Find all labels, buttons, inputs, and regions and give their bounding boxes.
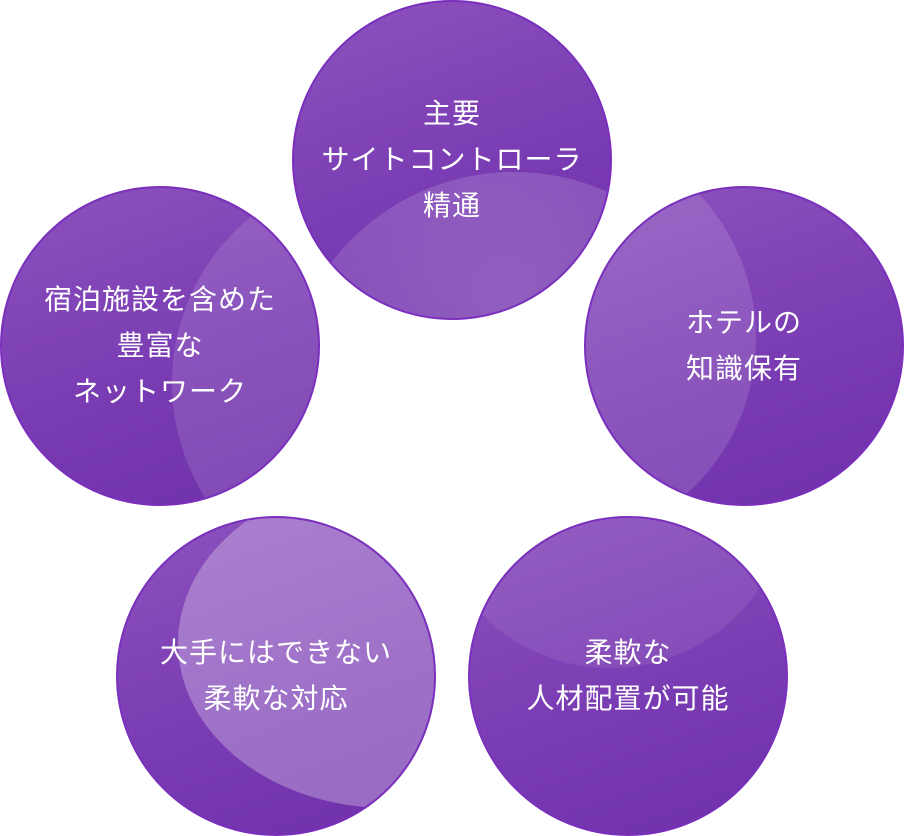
label-line: 精通 (422, 189, 481, 222)
label-line: 大手にはできない (159, 636, 392, 669)
circle-site-controller: 主要 サイトコントローラ 精通 (292, 0, 612, 320)
circle-hotel-knowledge: ホテルの 知識保有 (584, 186, 904, 506)
circle-label: 大手にはできない 柔軟な対応 (160, 630, 392, 722)
circle-flexible-response: 大手にはできない 柔軟な対応 (116, 516, 436, 836)
label-line: 柔軟な (584, 636, 672, 669)
circle-label: 宿泊施設を含めた 豊富な ネットワーク (44, 277, 276, 415)
label-line: ネットワーク (72, 375, 247, 408)
label-line: 豊富な (116, 329, 204, 362)
circle-label: 柔軟な 人材配置が可能 (526, 630, 729, 722)
label-line: ホテルの (685, 306, 802, 339)
label-line: 知識保有 (685, 352, 802, 385)
label-line: 宿泊施設を含めた (43, 283, 276, 316)
label-line: サイトコントローラ (321, 143, 583, 176)
label-line: 主要 (422, 97, 481, 130)
label-line: 人材配置が可能 (526, 682, 730, 715)
circle-label: ホテルの 知識保有 (686, 300, 802, 392)
circle-label: 主要 サイトコントローラ 精通 (321, 91, 582, 229)
circle-flexible-staffing: 柔軟な 人材配置が可能 (468, 516, 788, 836)
circle-network: 宿泊施設を含めた 豊富な ネットワーク (0, 186, 320, 506)
label-line: 柔軟な対応 (203, 682, 349, 715)
